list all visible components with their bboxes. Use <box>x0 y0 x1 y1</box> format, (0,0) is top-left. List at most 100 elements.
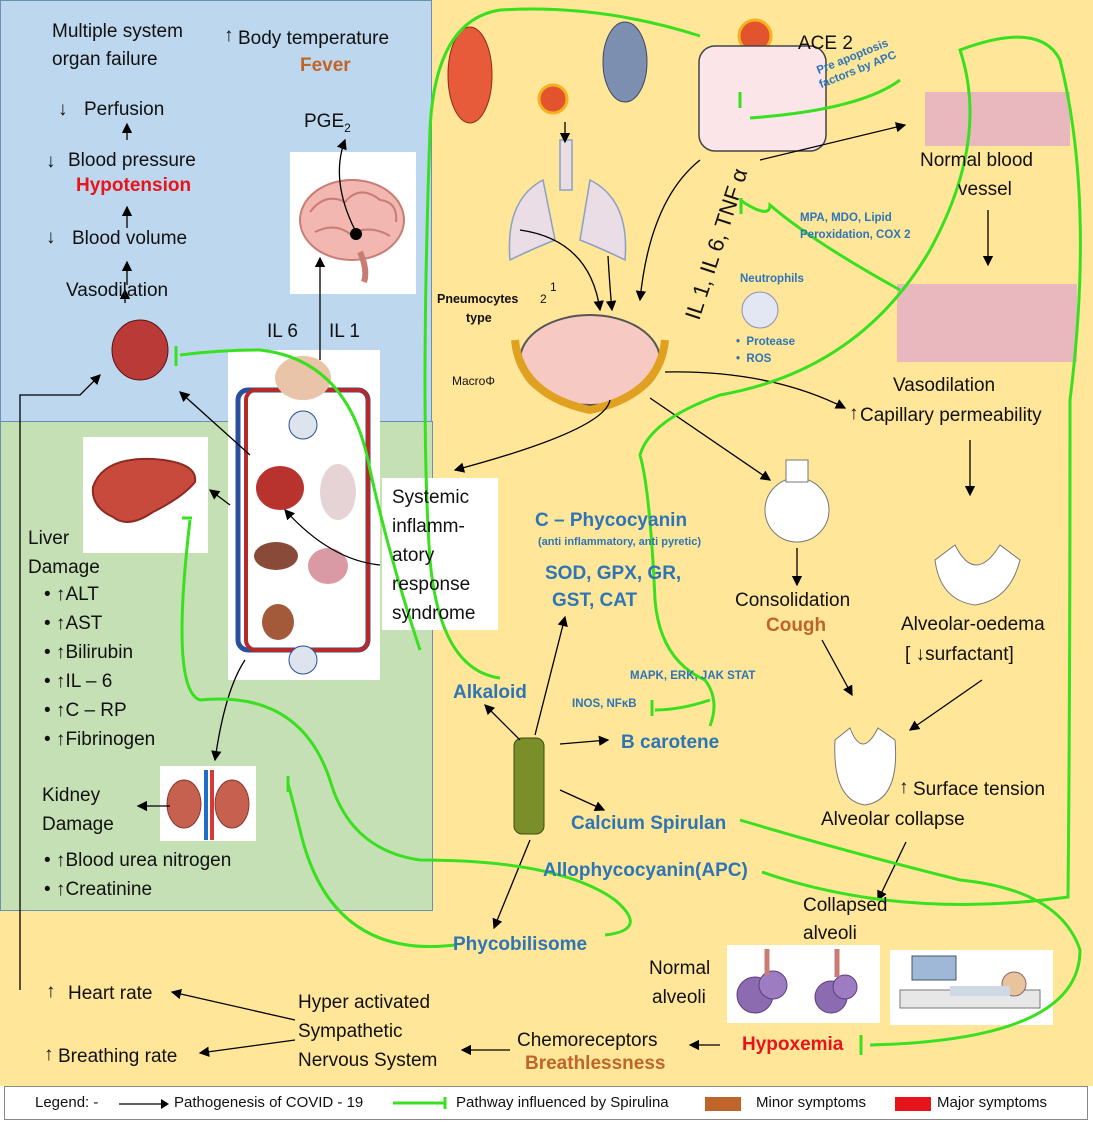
oedema-alveolus-icon <box>934 544 1021 606</box>
enzymes-line1: SOD, GPX, GR, <box>545 563 682 584</box>
surfactant-label: [ ↓surfactant] <box>905 644 1014 665</box>
consolidation-label: Consolidation <box>735 590 851 611</box>
sns-line1: Hyper activated <box>298 992 431 1013</box>
hypoxemia-label: Hypoxemia <box>742 1034 844 1055</box>
enzymes-line2: GST, CAT <box>552 590 638 611</box>
c-phycocyanin-label: C – Phycocyanin <box>535 510 688 531</box>
alveolar-collapse-label: Alveolar collapse <box>821 809 965 830</box>
ros-label: • ROS <box>736 353 772 365</box>
collapsed-alveoli-line1: Collapsed <box>803 895 888 916</box>
major-swatch <box>895 1097 931 1111</box>
alveolar-oedema-label: Alveolar-oedema <box>901 614 1045 635</box>
neutrophil-icon <box>741 291 779 329</box>
collapse-alveolus-icon <box>834 727 897 806</box>
mosf-line1: Multiple system <box>52 21 183 42</box>
macrophage-label: MacroΦ <box>452 374 495 388</box>
legend-pathogenesis: Pathogenesis of COVID - 19 <box>174 1094 364 1111</box>
liver-item: • ↑ALT <box>44 584 99 605</box>
breathlessness-label: Breathlessness <box>525 1053 666 1074</box>
chemoreceptors-label: Chemoreceptors <box>517 1030 658 1051</box>
liver-item: • ↑C – RP <box>44 700 127 721</box>
alkaloid-label: Alkaloid <box>453 682 527 703</box>
green-arrow-icon <box>393 1097 447 1109</box>
pneumocytes-line1: Pneumocytes <box>437 292 519 306</box>
surface-tension-label: Surface tension <box>913 779 1046 800</box>
mapk-label: MAPK, ERK, JAK STAT <box>630 670 756 682</box>
protease-label: • Protease <box>736 336 796 348</box>
allophycocyanin-label: Allophycocyanin(APC) <box>543 860 748 881</box>
body-temperature-label: Body temperature <box>238 28 390 49</box>
down-arrow-icon: ↓ <box>58 99 68 120</box>
normal-vessel-line1: Normal blood <box>920 150 1033 171</box>
phycobilisome-label: Phycobilisome <box>453 934 588 955</box>
down-arrow-icon: ↓ <box>46 227 56 248</box>
normal-alveoli-line1: Normal <box>649 958 711 979</box>
up-arrow-icon: ↑ <box>849 403 859 424</box>
normal-vessel-image <box>925 92 1070 146</box>
legend-minor: Minor symptoms <box>756 1094 867 1111</box>
alveoli-image <box>727 945 880 1023</box>
mpa-line2: Peroxidation, COX 2 <box>800 229 911 241</box>
liver-item: • ↑Bilirubin <box>44 642 134 663</box>
sirs-box <box>382 478 498 630</box>
heart-rate-label: Heart rate <box>68 983 153 1004</box>
circulation-image <box>228 350 380 680</box>
c-phycocyanin-sub: (anti inflammatory, anti pyretic) <box>538 536 701 548</box>
breathing-rate-label: Breathing rate <box>58 1046 178 1067</box>
kidney-item: • ↑Blood urea nitrogen <box>44 850 232 871</box>
up-arrow-icon: ↑ <box>44 1044 54 1065</box>
heart-icon <box>111 319 169 381</box>
pathogenesis-arrows <box>19 122 994 1057</box>
il1-label: IL 1 <box>329 321 360 342</box>
up-arrow-icon: ↑ <box>899 777 909 798</box>
sirs-line4: response <box>392 574 471 595</box>
down-arrow-icon: ↓ <box>46 151 56 172</box>
pneumocyte-type2-label: 2 <box>540 292 547 306</box>
calcium-spirulan-label: Calcium Spirulan <box>571 813 727 834</box>
brain-image <box>290 152 416 294</box>
inhibition-bars <box>174 92 863 1055</box>
minor-swatch <box>705 1097 741 1111</box>
neutrophils-label: Neutrophils <box>740 273 804 285</box>
legend: Legend: - Pathogenesis of COVID - 19 Pat… <box>4 1086 1088 1120</box>
liver-title1: Liver <box>28 528 70 549</box>
cough-label: Cough <box>766 615 827 636</box>
liver-title2: Damage <box>28 557 100 578</box>
up-arrow-icon: ↑ <box>46 981 56 1002</box>
spirulina-pathways <box>179 7 1082 1047</box>
normal-vessel-line2: vessel <box>958 179 1012 200</box>
sirs-line2: inflamm- <box>392 516 465 537</box>
spirulina-icon <box>513 737 545 835</box>
ace2-label: ACE 2 <box>798 33 853 54</box>
dilated-vessel-image <box>897 284 1077 362</box>
pneumocytes-line2: type <box>466 311 492 325</box>
up-arrow-icon: ↑ <box>224 25 234 46</box>
yellow-bottom-panel <box>0 910 432 1086</box>
vasodilation-label: Vasodilation <box>66 280 169 301</box>
perfusion-label: Perfusion <box>84 99 165 120</box>
ventilator-image <box>890 950 1053 1025</box>
sns-line3: Nervous System <box>298 1050 438 1071</box>
capillary-permeability-label: Capillary permeability <box>860 405 1042 426</box>
collapsed-alveoli-line2: alveoli <box>803 923 857 944</box>
hypotension-label: Hypotension <box>76 175 192 196</box>
sneezing-person-icon <box>447 26 493 124</box>
legend-spirulina: Pathway influenced by Spirulina <box>456 1094 669 1111</box>
lungs-icon <box>508 139 627 262</box>
mpa-line1: MPA, MDO, Lipid <box>800 212 892 224</box>
fever-label: Fever <box>300 55 351 76</box>
sirs-line3: atory <box>392 545 435 566</box>
pge2-label: PGE2 <box>304 111 351 135</box>
kidney-title2: Damage <box>42 814 114 835</box>
il6-label: IL 6 <box>267 321 298 342</box>
pneumocyte-type1-label: 1 <box>550 280 557 294</box>
kidney-item: • ↑Creatinine <box>44 879 153 900</box>
liver-item: • ↑AST <box>44 613 103 634</box>
coughing-person-icon <box>602 21 648 103</box>
kidney-title1: Kidney <box>42 785 101 806</box>
vasodilation-right-label: Vasodilation <box>893 375 996 396</box>
sirs-line5: syndrome <box>392 603 476 624</box>
liver-item: • ↑Fibrinogen <box>44 729 156 750</box>
liver-item: • ↑IL – 6 <box>44 671 113 692</box>
kidney-image <box>160 766 256 841</box>
